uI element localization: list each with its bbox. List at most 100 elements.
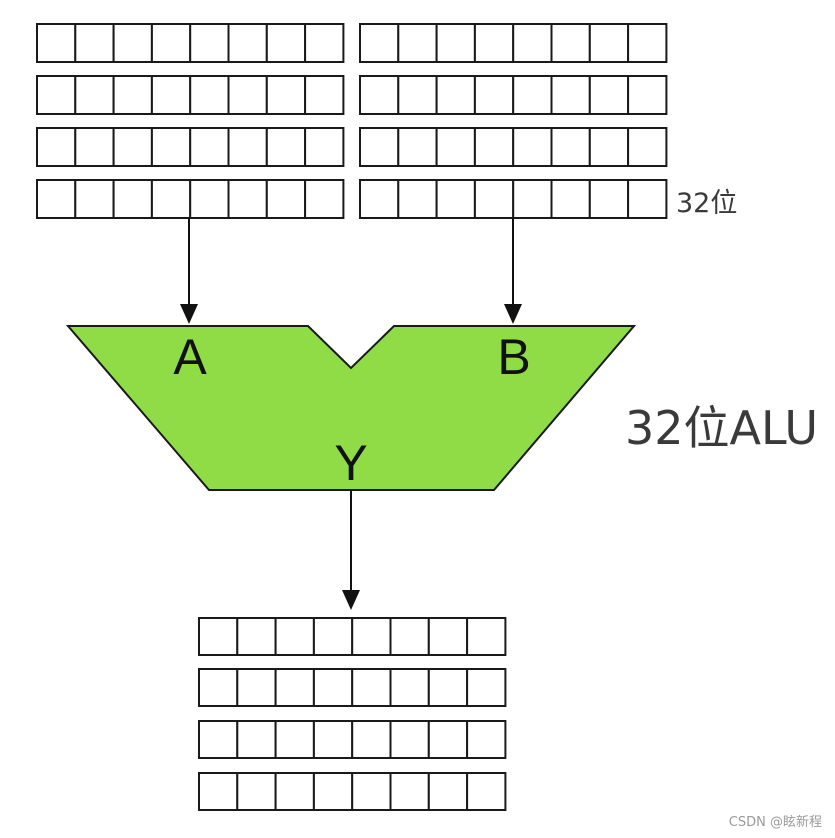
- alu-body: [65, 325, 637, 491]
- port-label-a: A: [173, 329, 207, 385]
- bit-cell: [466, 668, 507, 707]
- bit-cell: [312, 720, 354, 759]
- bit-cell: [435, 127, 476, 167]
- bit-cell: [189, 75, 230, 115]
- register-row: [198, 720, 507, 759]
- bit-cell: [466, 617, 507, 656]
- bit-cell: [74, 75, 115, 115]
- bit-cell: [265, 179, 307, 219]
- bit-cell: [227, 75, 268, 115]
- bit-cell: [550, 127, 591, 167]
- register-row: [359, 179, 668, 219]
- register-row: [36, 75, 345, 115]
- register-b: [359, 23, 668, 219]
- register-a: [36, 23, 345, 219]
- bit-cell: [359, 23, 400, 63]
- bit-cell: [627, 75, 668, 115]
- bit-cell: [312, 617, 354, 656]
- bit-cell: [312, 772, 354, 811]
- alu-name-label: 32位ALU: [625, 401, 818, 455]
- bit-cell: [112, 179, 153, 219]
- bit-cell: [198, 668, 239, 707]
- bit-cell: [274, 668, 315, 707]
- bit-cell: [359, 179, 400, 219]
- bit-cell: [588, 23, 630, 63]
- bit-cell: [304, 23, 345, 63]
- bit-cell: [627, 127, 668, 167]
- bit-cell: [274, 720, 315, 759]
- bit-cell: [627, 23, 668, 63]
- bit-cell: [512, 23, 553, 63]
- bit-cell: [473, 179, 515, 219]
- bit-cell: [304, 179, 345, 219]
- bit-cell: [265, 127, 307, 167]
- bit-cell: [512, 75, 553, 115]
- bit-cell: [112, 23, 153, 63]
- bit-cell: [427, 772, 469, 811]
- bit-cell: [435, 23, 476, 63]
- bit-cell: [236, 720, 277, 759]
- bit-cell: [427, 720, 469, 759]
- bit-cell: [189, 179, 230, 219]
- bit-cell: [74, 23, 115, 63]
- bit-cell: [198, 720, 239, 759]
- bit-cell: [397, 179, 438, 219]
- bit-cell: [389, 617, 430, 656]
- bit-cell: [351, 617, 392, 656]
- bit-cell: [74, 127, 115, 167]
- bit-cell: [435, 179, 476, 219]
- bit-cell: [473, 75, 515, 115]
- bit-cell: [274, 772, 315, 811]
- bit-cell: [304, 127, 345, 167]
- arrow-b-head: [504, 304, 522, 324]
- bit-cell: [550, 23, 591, 63]
- register-row: [359, 75, 668, 115]
- bit-cell: [36, 179, 77, 219]
- bit-cell: [466, 772, 507, 811]
- register-row: [36, 23, 345, 63]
- bit-cell: [550, 75, 591, 115]
- register-row: [359, 23, 668, 63]
- arrow-a-head: [180, 304, 198, 324]
- bit-cell: [435, 75, 476, 115]
- bit-cell: [150, 23, 192, 63]
- bit-cell: [36, 23, 77, 63]
- bit-cell: [198, 772, 239, 811]
- bit-cell: [512, 127, 553, 167]
- bit-cell: [588, 179, 630, 219]
- bit-cell: [304, 75, 345, 115]
- arrow-y-head: [342, 590, 360, 610]
- register-row: [198, 617, 507, 656]
- bit-cell: [189, 23, 230, 63]
- bit-cell: [473, 23, 515, 63]
- bit-cell: [74, 179, 115, 219]
- register-row: [198, 668, 507, 707]
- bit-cell: [627, 179, 668, 219]
- bit-cell: [397, 23, 438, 63]
- register-row: [36, 179, 345, 219]
- register-width-label: 32位: [676, 188, 737, 219]
- bit-cell: [112, 75, 153, 115]
- bit-cell: [359, 75, 400, 115]
- bit-cell: [397, 127, 438, 167]
- register-row: [36, 127, 345, 167]
- bit-cell: [550, 179, 591, 219]
- bit-cell: [112, 127, 153, 167]
- bit-cell: [189, 127, 230, 167]
- bit-cell: [150, 127, 192, 167]
- bit-cell: [36, 127, 77, 167]
- bit-cell: [359, 127, 400, 167]
- bit-cell: [36, 75, 77, 115]
- port-label-b: B: [497, 329, 530, 385]
- bit-cell: [427, 617, 469, 656]
- bit-cell: [351, 772, 392, 811]
- bit-cell: [274, 617, 315, 656]
- bit-cell: [265, 75, 307, 115]
- bit-cell: [150, 75, 192, 115]
- bit-cell: [588, 127, 630, 167]
- bit-cell: [198, 617, 239, 656]
- bit-cell: [389, 668, 430, 707]
- bit-cell: [466, 720, 507, 759]
- bit-cell: [389, 720, 430, 759]
